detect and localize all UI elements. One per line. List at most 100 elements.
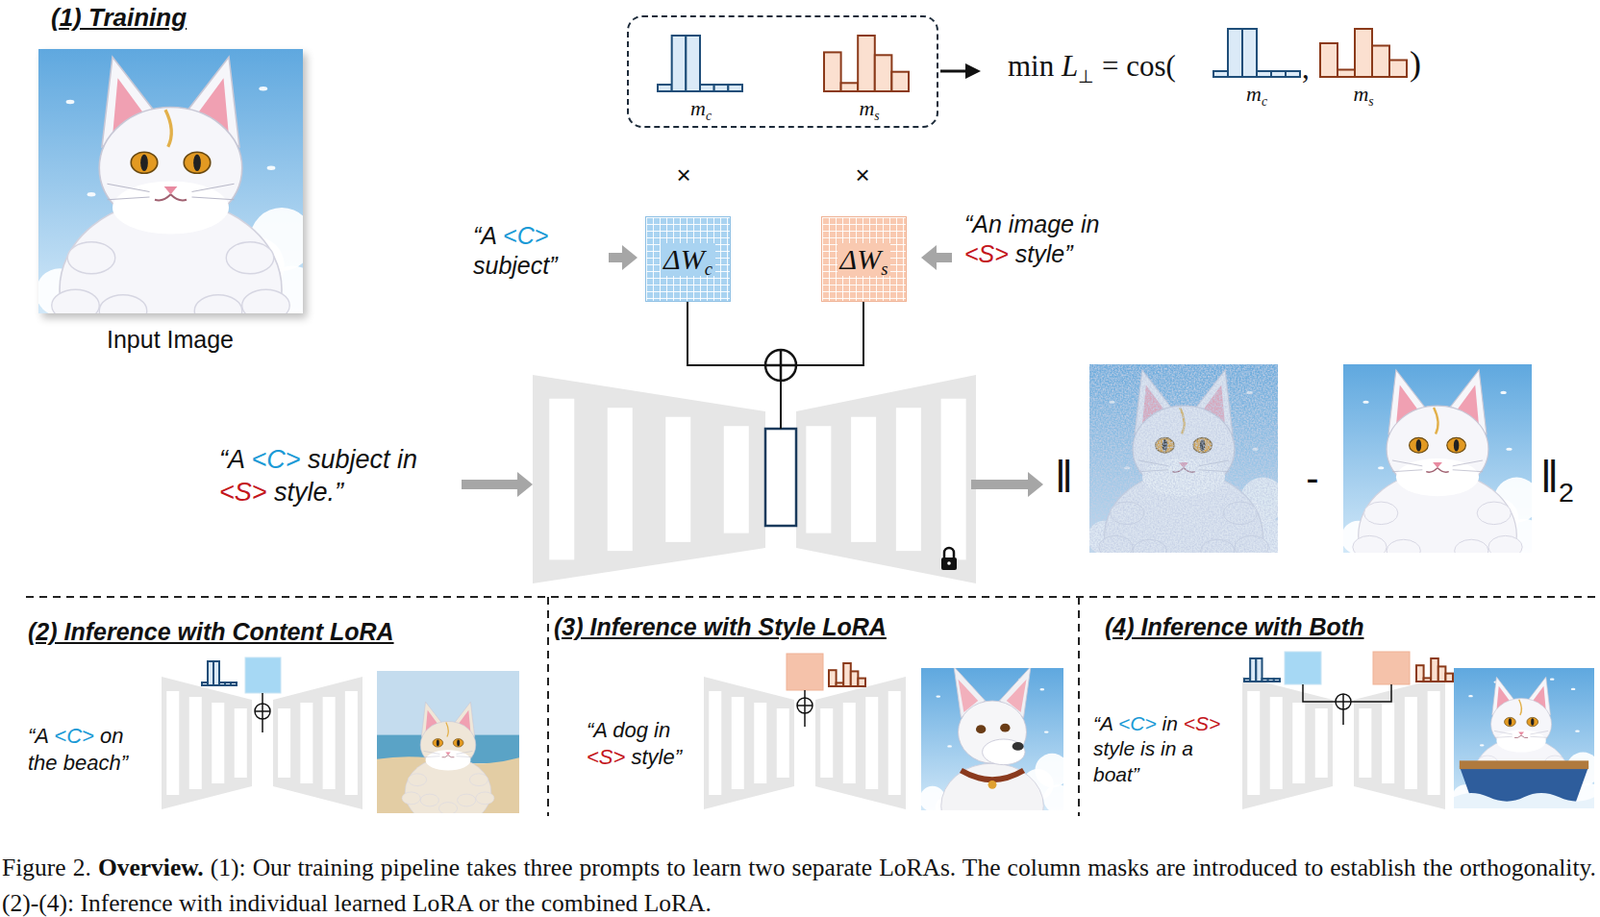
- illustration: [1519, 700, 1523, 716]
- illustration: [1550, 678, 1555, 681]
- illustration: [1341, 364, 1544, 600]
- mask-histogram: [685, 35, 700, 92]
- unet-shape: [703, 676, 795, 810]
- text-run: ×: [854, 160, 870, 190]
- text-run: ⊥: [1077, 66, 1095, 87]
- illustration: [99, 295, 148, 314]
- illustration: [87, 192, 97, 197]
- illustration: [1459, 760, 1589, 770]
- node-text: mc: [690, 96, 712, 122]
- illustration: [1494, 730, 1549, 738]
- unet-shape: [549, 399, 575, 561]
- illustration: [1000, 724, 1010, 733]
- illustration: [154, 194, 187, 200]
- unet-shape: [941, 399, 967, 561]
- illustration: [1396, 458, 1479, 497]
- illustration: [1352, 370, 1523, 553]
- lora-square: [1284, 651, 1322, 685]
- text-run: m: [1352, 81, 1369, 106]
- illustration: [475, 792, 495, 805]
- text-run: <C>: [1118, 712, 1157, 735]
- illustration: [1500, 391, 1506, 395]
- norm-bar: ‖: [1054, 450, 1074, 506]
- text-run: <S>: [219, 477, 268, 507]
- sum-symbol: [1335, 694, 1351, 710]
- unet-shape: [753, 702, 767, 784]
- illustration: [165, 109, 172, 148]
- text-run: (3) Inference with Style LoRA: [553, 613, 887, 641]
- text-run: -: [1305, 456, 1319, 500]
- illustration: [423, 750, 473, 757]
- input-arrow: [461, 479, 518, 490]
- text-run: c: [1261, 94, 1268, 109]
- mask-histogram: [841, 82, 859, 92]
- unet-shape: [1292, 702, 1305, 784]
- multiply-sign: ×: [854, 159, 870, 192]
- mask-histogram: [828, 663, 866, 687]
- unet-shape: [1242, 676, 1446, 810]
- unet-shape: [607, 407, 633, 551]
- wire: [1302, 684, 1336, 702]
- illustration: [140, 153, 149, 172]
- illustration: [1575, 730, 1580, 733]
- illustration: [1352, 535, 1387, 553]
- text-run: style.”: [267, 477, 345, 507]
- illustration: [1488, 535, 1523, 553]
- illustration: [420, 794, 439, 807]
- text-run: s: [1368, 94, 1374, 109]
- mask-histogram: [1274, 678, 1280, 682]
- text-run: subject in: [300, 445, 419, 475]
- illustration: [1454, 539, 1489, 553]
- text-run: Input Image: [106, 325, 234, 353]
- mask-histogram: [1445, 674, 1453, 682]
- text-run: style”: [625, 745, 682, 770]
- unet-shape: [1358, 708, 1372, 778]
- mask-label: mc: [1246, 80, 1268, 108]
- mask-histogram: [1372, 46, 1390, 78]
- illustration: [456, 739, 460, 747]
- prompt-text: “A <C> subject”: [473, 221, 587, 282]
- text-run: L: [1061, 49, 1078, 83]
- illustration: [1416, 439, 1422, 452]
- illustration: [425, 750, 472, 771]
- text-run: c: [705, 108, 712, 124]
- illustration: [1432, 462, 1443, 469]
- illustration: [1453, 439, 1459, 452]
- mask-histogram: [714, 84, 729, 92]
- sum-symbol: [261, 703, 264, 720]
- illustration: [920, 667, 1073, 850]
- illustration: [376, 671, 520, 740]
- illustration: [1409, 437, 1429, 453]
- unet-shape: [234, 708, 248, 778]
- illustration: [960, 771, 1024, 781]
- unet-shape: [532, 375, 976, 584]
- illustration: [1012, 742, 1025, 751]
- text-run: ×: [675, 160, 691, 190]
- sum-symbol: [779, 350, 783, 381]
- illustration: [1453, 793, 1595, 809]
- text-run: ΔW: [840, 243, 882, 275]
- mask-histogram: [1416, 665, 1425, 682]
- wire: [261, 693, 264, 704]
- text-run: <S>: [1183, 712, 1222, 735]
- illustration: [1433, 407, 1438, 434]
- illustration: [436, 739, 440, 747]
- wire: [803, 713, 806, 727]
- sum-symbol: [803, 698, 806, 714]
- input-arrow: [608, 252, 623, 263]
- wire: [261, 719, 264, 733]
- illustration: [446, 723, 449, 738]
- unet-shape: [1353, 676, 1446, 810]
- illustration: [1468, 695, 1474, 698]
- formula-paren: ): [1409, 42, 1422, 86]
- unet-shape: [805, 425, 831, 533]
- mask-histogram: [672, 35, 687, 92]
- illustration: [51, 289, 100, 314]
- node-text: ΔWs: [837, 243, 892, 276]
- prompt-text: “A <C> in <S> style is in a boat”: [1093, 711, 1240, 788]
- mask-histogram: [1285, 71, 1300, 77]
- sum-symbol: [797, 698, 813, 714]
- illustration: [1089, 364, 1278, 553]
- unet-shape: [1427, 691, 1441, 796]
- unet-shape: [731, 697, 745, 790]
